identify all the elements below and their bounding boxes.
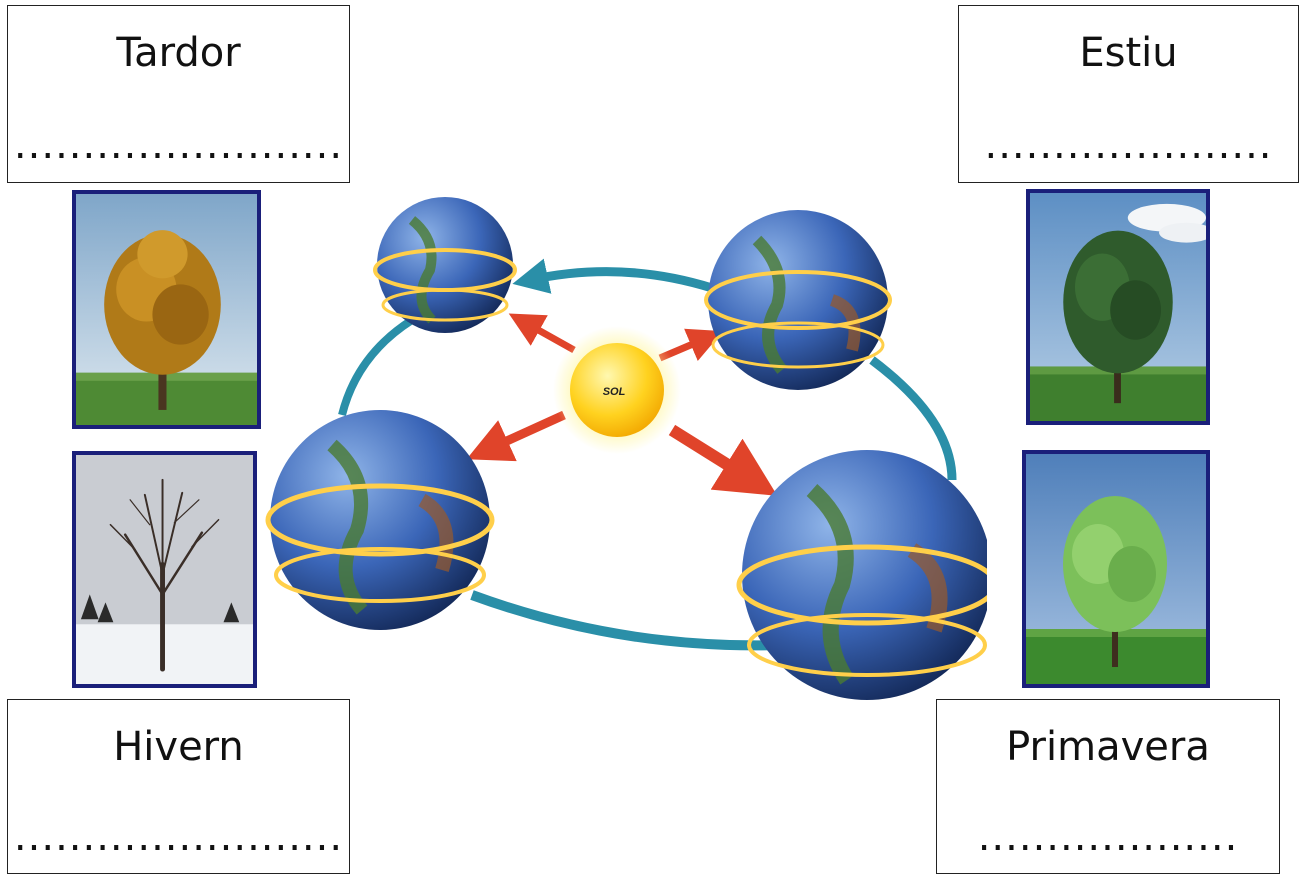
spring-season-name: Primavera (1006, 724, 1210, 770)
summer-answer-blank[interactable]: ..................... (984, 122, 1273, 168)
summer-tree-photo (1026, 189, 1210, 425)
earth-globe-spring (736, 450, 987, 700)
winter-answer-blank[interactable]: ........................ (13, 814, 344, 860)
autumn-tree-photo (72, 190, 261, 429)
orbit-diagram: SOL (265, 197, 987, 700)
spring-answer-blank[interactable]: ................... (977, 814, 1239, 860)
winter-season-name: Hivern (113, 724, 244, 770)
autumn-label-box: Tardor ........................ (7, 5, 350, 183)
summer-season-name: Estiu (1079, 30, 1178, 76)
spring-tree-photo (1022, 450, 1210, 688)
winter-tree-photo (72, 451, 257, 688)
winter-label-box: Hivern ........................ (7, 699, 350, 874)
earth-globe-summer (704, 210, 892, 390)
sun-label: SOL (603, 386, 626, 398)
autumn-answer-blank[interactable]: ........................ (13, 122, 344, 168)
summer-label-box: Estiu ..................... (958, 5, 1299, 183)
autumn-season-name: Tardor (116, 30, 241, 76)
spring-label-box: Primavera ................... (936, 699, 1280, 874)
earth-globe-winter (265, 410, 495, 630)
orbit-path (338, 258, 957, 651)
sun-icon: SOL (553, 326, 681, 454)
earth-globe-autumn (373, 197, 517, 333)
